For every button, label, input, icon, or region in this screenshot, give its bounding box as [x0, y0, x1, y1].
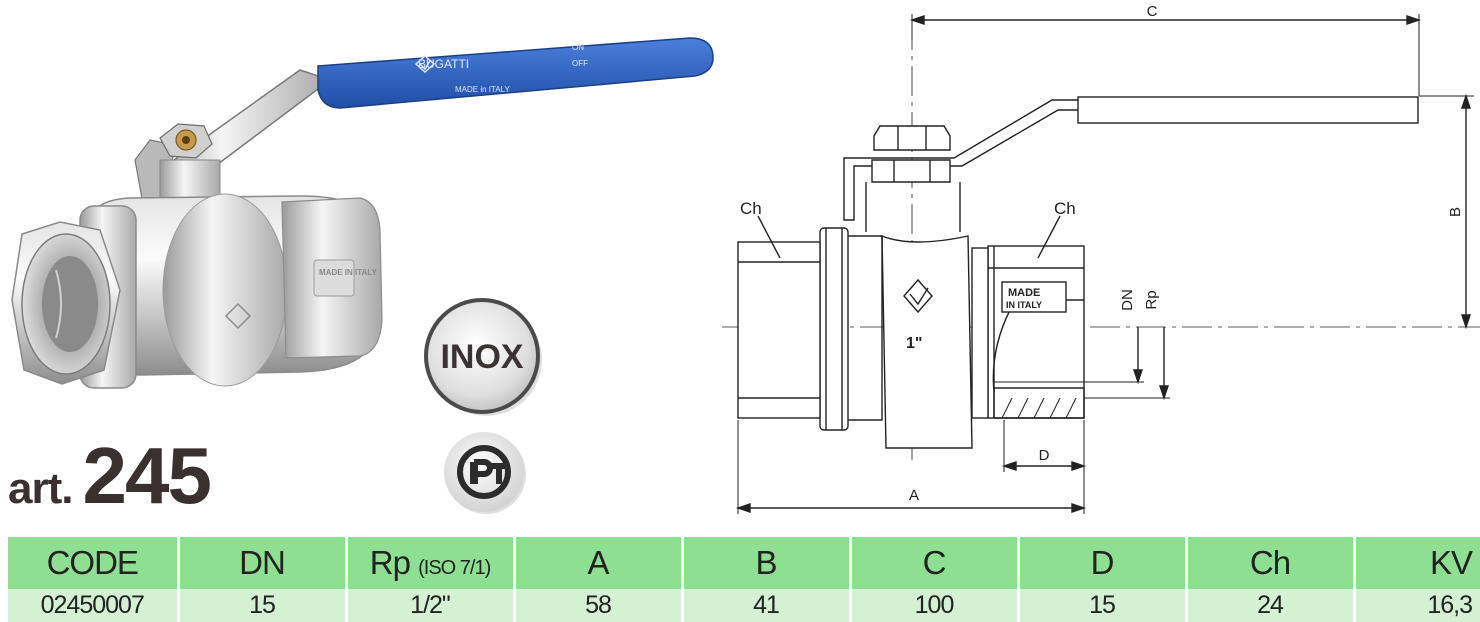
- drawing-in-italy-label: IN ITALY: [1006, 300, 1042, 310]
- drawing-made-label: MADE: [1008, 287, 1040, 299]
- col-header-d: D: [1018, 537, 1188, 589]
- cell-a: 58: [514, 589, 684, 622]
- body-logo-icon: [224, 302, 252, 330]
- dim-label-c: C: [1147, 3, 1158, 20]
- article-prefix: art.: [8, 464, 73, 513]
- cell-c: 100: [850, 589, 1020, 622]
- dim-label-dn: DN: [1119, 289, 1136, 311]
- dim-label-a: A: [909, 487, 919, 504]
- cell-kv: 16,3: [1354, 589, 1480, 622]
- cell-dn: 15: [178, 589, 348, 622]
- table-row: 02450007 15 1/2" 58 41 100 15 24 16,3: [8, 589, 1480, 622]
- col-header-ch: Ch: [1186, 537, 1356, 589]
- cell-ch: 24: [1186, 589, 1356, 622]
- dim-label-ch-right: Ch: [1054, 199, 1076, 218]
- cell-d: 15: [1018, 589, 1188, 622]
- dim-label-d: D: [1039, 447, 1050, 464]
- article-number: 245: [82, 431, 211, 520]
- col-header-rp-label: Rp: [369, 544, 411, 581]
- article-label: art. 245: [8, 431, 212, 520]
- v-logo-icon: [414, 54, 436, 74]
- col-header-code: CODE: [8, 537, 180, 589]
- spec-header-row: CODE DN Rp (ISO 7/1) A B C D Ch KV: [8, 537, 1480, 589]
- handle-off: OFF: [572, 59, 588, 68]
- drawing-logo-icon: [903, 278, 933, 314]
- col-header-rp: Rp (ISO 7/1): [346, 537, 516, 589]
- handle-made-in: MADE in ITALY: [455, 85, 510, 94]
- gost-badge: [444, 432, 526, 514]
- body-stamp: MADE IN ITALY: [319, 268, 377, 277]
- inox-badge: INOX: [424, 298, 542, 416]
- inox-label: INOX: [440, 338, 523, 376]
- dim-label-rp: Rp: [1143, 290, 1160, 309]
- col-header-rp-note: (ISO 7/1): [418, 557, 491, 579]
- handle-grip: [317, 37, 714, 109]
- col-header-dn: DN: [178, 537, 348, 589]
- handle-on: ON: [572, 43, 584, 52]
- col-header-a: A: [514, 537, 684, 589]
- cell-b: 41: [682, 589, 852, 622]
- col-header-c: C: [850, 537, 1020, 589]
- col-header-b: B: [682, 537, 852, 589]
- cell-rp: 1/2": [346, 589, 516, 622]
- gost-mark-icon: [457, 445, 511, 499]
- col-header-kv: KV: [1354, 537, 1480, 589]
- spec-table: CODE DN Rp (ISO 7/1) A B C D Ch KV 02450…: [8, 537, 1480, 622]
- product-photo: BUGATTI MADE in ITALY ON OFF MADE IN ITA…: [11, 37, 714, 389]
- cell-code: 02450007: [8, 589, 180, 622]
- drawing-size-label: 1": [906, 335, 922, 352]
- dim-label-ch-left: Ch: [740, 199, 762, 218]
- dim-label-b: B: [1447, 207, 1464, 217]
- technical-drawing: C A D B Ch Ch DN Rp 1" MADE IN ITALY: [722, 3, 1480, 514]
